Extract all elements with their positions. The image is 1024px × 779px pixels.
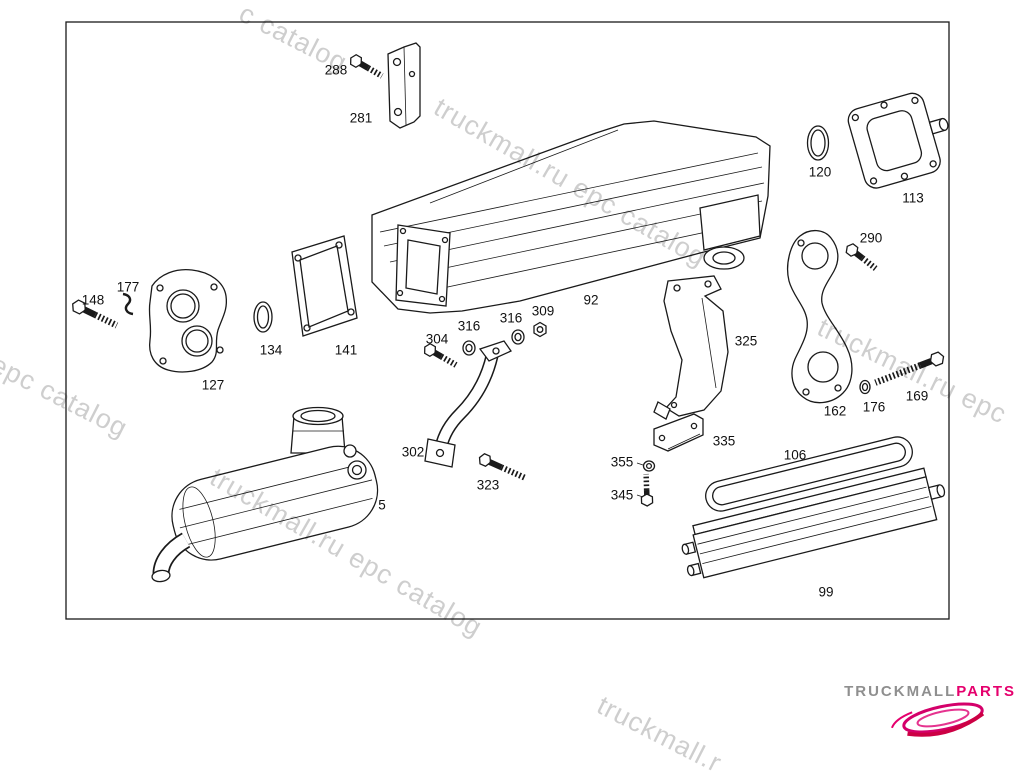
part-label-162: 162	[824, 404, 847, 419]
part-label-325: 325	[735, 334, 758, 349]
part-label-106: 106	[784, 448, 807, 463]
part-290-bolt	[844, 242, 879, 273]
part-label-148: 148	[82, 293, 105, 308]
part-316-washer	[463, 341, 475, 355]
part-label-177: 177	[117, 280, 140, 295]
part-label-99: 99	[818, 585, 833, 600]
part-label-290: 290	[860, 231, 883, 246]
part-label-120: 120	[809, 165, 832, 180]
diagram-drawing	[0, 0, 1024, 750]
brand-swoosh-icon	[884, 696, 1002, 740]
part-281-bracket	[388, 43, 420, 128]
part-label-141: 141	[335, 343, 358, 358]
part-label-304: 304	[426, 332, 449, 347]
part-325-bracket	[654, 276, 728, 419]
part-label-92: 92	[583, 293, 598, 308]
part-176-washer	[860, 381, 870, 394]
part-120-seal-ring	[808, 126, 829, 160]
brand-name-accent: PARTS	[956, 683, 1016, 700]
part-label-335: 335	[713, 434, 736, 449]
part-141-gasket	[292, 236, 357, 336]
part-162-bracket	[788, 231, 852, 403]
part-177-clip	[123, 294, 133, 314]
part-label-355: 355	[611, 455, 634, 470]
part-302-bracket	[425, 341, 511, 467]
part-345-bolt	[641, 474, 653, 506]
part-355-washer	[637, 461, 655, 471]
part-label-302: 302	[402, 445, 425, 460]
part-label-281: 281	[350, 111, 373, 126]
part-134-seal-ring	[254, 302, 272, 332]
brand-logo: TRUCKMALLPARTS	[840, 683, 1016, 740]
part-label-113: 113	[902, 191, 924, 206]
part-316-washer	[512, 330, 524, 344]
part-label-316: 316	[458, 319, 481, 334]
part-label-169: 169	[906, 389, 929, 404]
part-label-316: 316	[500, 311, 523, 326]
part-288-bolt	[348, 53, 385, 81]
part-label-5: 5	[378, 498, 386, 513]
part-335-bracket	[654, 414, 703, 451]
part-113-cover-plate	[845, 86, 959, 191]
part-label-176: 176	[863, 400, 886, 415]
brand-name-gray: TRUCKMALL	[844, 683, 956, 700]
part-label-127: 127	[202, 378, 225, 393]
part-label-323: 323	[477, 478, 500, 493]
brand-logo-text: TRUCKMALLPARTS	[840, 683, 1016, 700]
part-309-nut	[534, 323, 546, 337]
part-127-flange	[149, 270, 226, 372]
part-label-134: 134	[260, 343, 283, 358]
part-label-345: 345	[611, 488, 634, 503]
part-label-288: 288	[325, 63, 348, 78]
part-label-309: 309	[532, 304, 555, 319]
